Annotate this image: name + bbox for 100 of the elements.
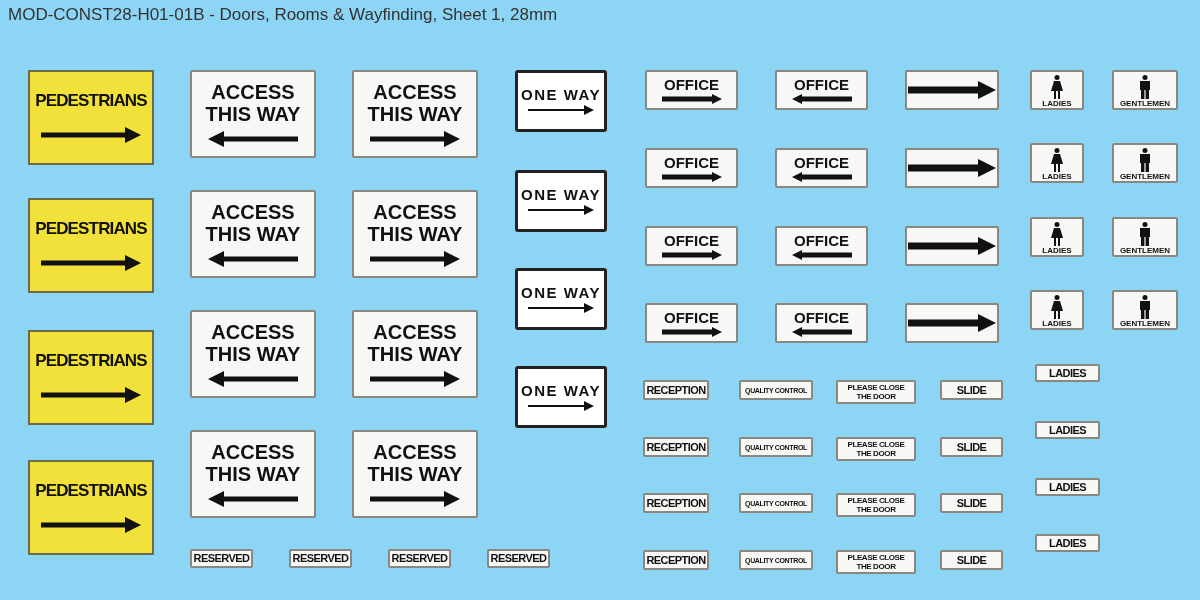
sign-text: SLIDE — [956, 441, 987, 453]
sign-text: PLEASE CLOSE THE DOOR — [847, 553, 905, 571]
sign-plate — [1035, 421, 1100, 439]
sign-plate — [940, 550, 1003, 570]
sign-plate — [836, 380, 916, 404]
arrow-sign — [905, 148, 999, 188]
sign-text: RECEPTION — [646, 554, 706, 566]
sign-text: SLIDE — [956, 497, 987, 509]
sign-plate — [1030, 70, 1084, 110]
sign-plate — [1112, 290, 1178, 330]
arrow-sign — [905, 303, 999, 343]
sign-plate — [940, 437, 1003, 457]
sign-text: PEDESTRIANS — [35, 482, 147, 499]
sign-text: OFFICE — [794, 232, 849, 248]
sign-text: OFFICE — [794, 309, 849, 325]
sign-plate — [645, 226, 738, 266]
sign-text: RESERVED — [193, 553, 250, 564]
sign-plate — [352, 190, 478, 278]
sign-text: OFFICE — [664, 309, 719, 325]
sign-plate — [775, 226, 868, 266]
sign-plate — [645, 148, 738, 188]
sign-plate — [289, 549, 352, 568]
sign-text: ACCESS THIS WAY — [366, 441, 464, 485]
sign-text: ACCESS THIS WAY — [366, 81, 464, 125]
sign-plate — [645, 70, 738, 110]
sign-text: RECEPTION — [646, 441, 706, 453]
sign-plate — [388, 549, 451, 568]
arrow-sign — [905, 70, 999, 110]
sign-text: ONE WAY — [521, 285, 601, 301]
sign-text: ACCESS THIS WAY — [204, 321, 302, 365]
sign-text: GENTLEMEN — [1119, 246, 1171, 255]
pedestrian-sign — [28, 330, 154, 425]
sign-plate — [940, 493, 1003, 513]
sign-plate — [190, 310, 316, 398]
sign-text: PLEASE CLOSE THE DOOR — [847, 440, 905, 458]
sign-plate — [190, 430, 316, 518]
sign-plate — [739, 380, 813, 400]
sign-plate — [487, 549, 550, 568]
sign-text: PEDESTRIANS — [35, 220, 147, 237]
sign-plate — [352, 70, 478, 158]
sign-text: SLIDE — [956, 384, 987, 396]
sign-text: OFFICE — [794, 154, 849, 170]
sign-plate — [645, 303, 738, 343]
sign-text: OFFICE — [664, 232, 719, 248]
sign-plate — [352, 310, 478, 398]
sign-text: ONE WAY — [521, 383, 601, 399]
sign-text: LADIES — [1042, 319, 1072, 328]
sign-plate — [515, 170, 607, 232]
sign-text: RESERVED — [292, 553, 349, 564]
sign-text: ACCESS THIS WAY — [366, 321, 464, 365]
sign-plate — [739, 437, 813, 457]
sign-plate — [1112, 217, 1178, 257]
sign-text: OFFICE — [664, 154, 719, 170]
sign-plate — [775, 148, 868, 188]
sign-text: RESERVED — [490, 553, 547, 564]
sign-plate — [739, 550, 813, 570]
sign-plate — [1035, 364, 1100, 382]
sign-text: PEDESTRIANS — [35, 352, 147, 369]
sign-text: SLIDE — [956, 554, 987, 566]
sign-text: RECEPTION — [646, 384, 706, 396]
pedestrian-sign — [28, 460, 154, 555]
sign-text: LADIES — [1048, 537, 1086, 549]
sheet-title: MOD-CONST28-H01-01B - Doors, Rooms & Wayfinding, Sheet 1, 28mm — [8, 4, 558, 26]
sign-plate — [940, 380, 1003, 400]
sign-plate — [836, 437, 916, 461]
sign-text: ONE WAY — [521, 187, 601, 203]
sign-text: ONE WAY — [521, 87, 601, 103]
sign-plate — [1030, 217, 1084, 257]
sign-plate — [1112, 70, 1178, 110]
sign-text: LADIES — [1042, 99, 1072, 108]
sign-text: PEDESTRIANS — [35, 92, 147, 109]
sign-text: LADIES — [1048, 367, 1086, 379]
sign-text: ACCESS THIS WAY — [204, 201, 302, 245]
sign-plate — [1035, 534, 1100, 552]
sign-text: OFFICE — [664, 76, 719, 92]
sign-text: ACCESS THIS WAY — [204, 441, 302, 485]
sign-plate — [1030, 143, 1084, 183]
sign-plate — [515, 366, 607, 428]
sign-plate — [1035, 478, 1100, 496]
sign-text: RECEPTION — [646, 497, 706, 509]
sign-plate — [1112, 143, 1178, 183]
sign-text: LADIES — [1048, 424, 1086, 436]
arrow-sign — [905, 226, 999, 266]
sign-plate — [190, 549, 253, 568]
sign-text: PLEASE CLOSE THE DOOR — [847, 496, 905, 514]
sign-plate — [836, 550, 916, 574]
sign-text: GENTLEMEN — [1119, 319, 1171, 328]
sign-plate — [352, 430, 478, 518]
sign-text: GENTLEMEN — [1119, 99, 1171, 108]
sign-text: ACCESS THIS WAY — [366, 201, 464, 245]
sign-plate — [190, 190, 316, 278]
sign-text: LADIES — [1048, 481, 1086, 493]
sign-text: PLEASE CLOSE THE DOOR — [847, 383, 905, 401]
sign-text: LADIES — [1042, 246, 1072, 255]
sign-text: ACCESS THIS WAY — [204, 81, 302, 125]
pedestrian-sign — [28, 70, 154, 165]
sign-text: OFFICE — [794, 76, 849, 92]
sign-text: LADIES — [1042, 172, 1072, 181]
sign-plate — [1030, 290, 1084, 330]
sign-plate — [515, 70, 607, 132]
